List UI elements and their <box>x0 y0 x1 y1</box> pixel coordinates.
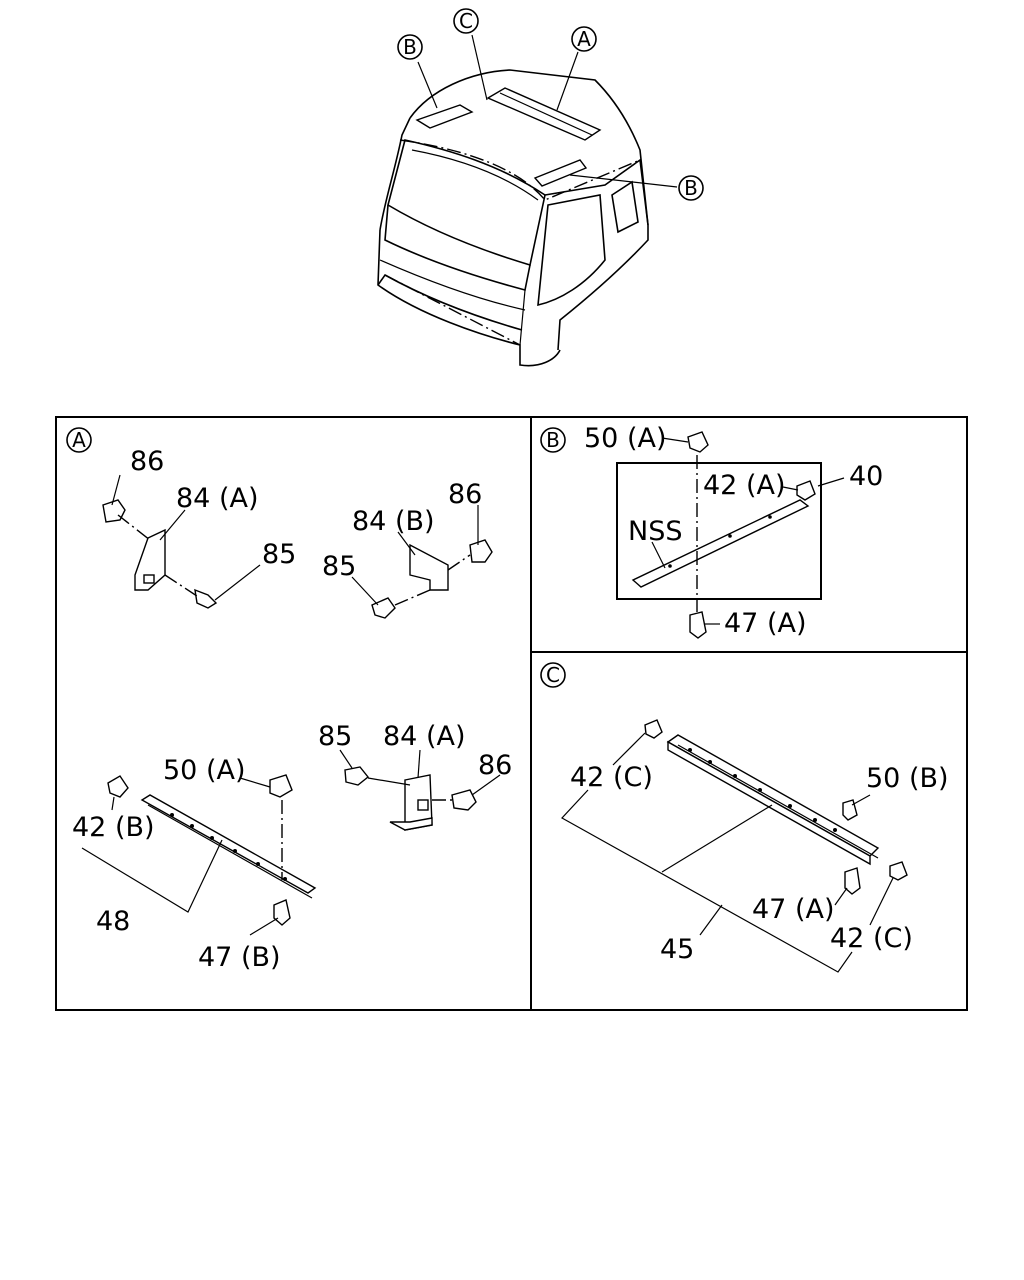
label-86-a3: 86 <box>478 750 512 781</box>
panel-b: B 50 (A) 42 (A) 40 NSS 47 (A) <box>540 423 883 639</box>
screw-47b <box>273 899 291 926</box>
label-40: 40 <box>849 461 883 492</box>
panel-b-tag: B <box>540 427 566 453</box>
detail-frames <box>55 416 968 1011</box>
cab-overview: B C A B <box>377 8 704 367</box>
svg-text:B: B <box>403 35 417 59</box>
svg-text:B: B <box>546 428 560 452</box>
label-50a-a: 50 (A) <box>163 755 245 786</box>
panel-c: C 42 (C) 50 (B) 47 (A) 42 (C) 45 <box>540 662 949 973</box>
clip-42c-top <box>644 719 663 739</box>
screw-85-top-left <box>194 588 218 609</box>
svg-text:C: C <box>459 9 473 33</box>
bracket-84b <box>409 543 449 591</box>
label-84b: 84 (B) <box>352 506 435 537</box>
svg-text:A: A <box>72 428 86 452</box>
label-45: 45 <box>660 934 694 965</box>
screw-47a-c <box>844 867 861 895</box>
overview-callout-b-right: B <box>678 175 704 201</box>
label-84a-a1: 84 (A) <box>176 483 258 514</box>
label-47a-b: 47 (A) <box>724 608 806 639</box>
svg-text:B: B <box>684 176 698 200</box>
label-86-a2: 86 <box>448 479 482 510</box>
clip-86-top-right <box>469 539 493 563</box>
clip-50b <box>842 799 858 821</box>
label-85-a1: 85 <box>262 539 296 570</box>
label-42c-top: 42 (C) <box>570 762 653 793</box>
screw-85-bottom <box>344 766 369 786</box>
label-48: 48 <box>96 906 130 937</box>
label-nss: NSS <box>628 516 682 547</box>
label-85-a3: 85 <box>318 721 352 752</box>
clip-86-bottom <box>451 789 477 811</box>
svg-text:C: C <box>546 663 560 687</box>
screw-47a-b <box>689 611 707 639</box>
panel-a-tag: A <box>66 427 92 453</box>
label-47b: 47 (B) <box>198 942 281 973</box>
label-86-a1: 86 <box>130 446 164 477</box>
label-47a-c: 47 (A) <box>752 894 834 925</box>
label-42c-bottom: 42 (C) <box>830 923 913 954</box>
screw-85-top-right <box>371 597 396 619</box>
label-50a-b: 50 (A) <box>584 423 666 454</box>
panel-a: A 86 84 (A) 85 84 (B) 86 85 <box>66 427 512 973</box>
clip-42c-bottom <box>889 861 908 881</box>
svg-text:A: A <box>577 27 591 51</box>
rail-45 <box>666 734 880 857</box>
clip-50a-left <box>269 774 293 798</box>
label-84a-a2: 84 (A) <box>383 721 465 752</box>
overview-callout-b-left: B <box>397 34 423 60</box>
clip-42a <box>796 480 816 501</box>
bracket-84a-top <box>134 528 166 591</box>
overview-callout-c: C <box>453 8 479 34</box>
label-50b: 50 (B) <box>866 763 949 794</box>
strip-48 <box>140 794 317 894</box>
clip-50a-b <box>687 431 709 453</box>
panel-c-tag: C <box>540 662 566 688</box>
rail-nss <box>631 499 810 588</box>
clip-42b <box>107 775 129 798</box>
label-85-a2: 85 <box>322 551 356 582</box>
label-42a: 42 (A) <box>703 470 785 501</box>
label-42b: 42 (B) <box>72 812 155 843</box>
overview-callout-a: A <box>571 26 597 52</box>
